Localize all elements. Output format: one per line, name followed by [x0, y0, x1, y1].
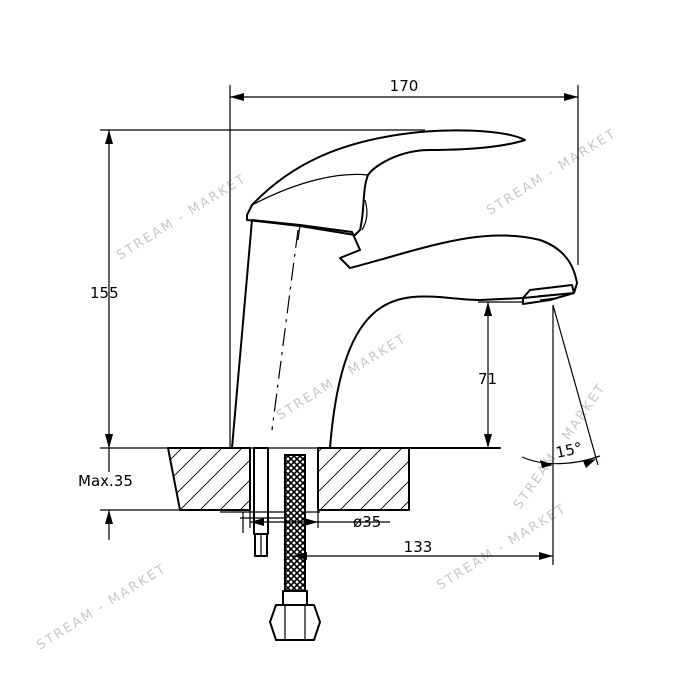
dim-71-arrow-top	[484, 302, 492, 316]
dimension-lines	[100, 85, 601, 565]
watermark-group: STREAM - MARKET STREAM - MARKET STREAM -…	[34, 126, 619, 653]
lever-hinge	[361, 199, 368, 231]
dim-170-arrow-left	[230, 93, 244, 101]
label-max-thickness: Max.35	[78, 472, 133, 490]
dim-dia-arrow-right	[304, 518, 318, 526]
faucet-centerline	[271, 229, 299, 431]
dim-dia-arrow-left	[250, 518, 264, 526]
dim-angle-arc	[521, 455, 601, 465]
stud-nut	[254, 533, 268, 557]
dim-71-arrow-bottom	[484, 434, 492, 448]
label-spout-height: 71	[478, 370, 497, 388]
dim-max35-arrow-bottom	[105, 510, 113, 524]
lever-contour	[251, 173, 369, 206]
watermark-1: STREAM - MARKET	[114, 171, 249, 263]
lever-seam	[297, 224, 301, 241]
label-hole-diameter: ø35	[353, 513, 381, 531]
watermark-4: STREAM - MARKET	[34, 561, 169, 653]
faucet-spout	[231, 219, 578, 449]
dim-angle-arrow-right	[583, 459, 596, 468]
label-height-total: 155	[90, 284, 119, 302]
dim-170-arrow-right	[564, 93, 578, 101]
aerator-detail	[537, 293, 561, 301]
label-width-total: 170	[390, 77, 419, 95]
dim-angle-arrow-left	[540, 460, 553, 468]
dim-max35-arrow-top	[105, 434, 113, 448]
dim-155-arrow-top	[105, 130, 113, 144]
dim-angle-ray	[552, 304, 599, 466]
braided-hose	[284, 454, 306, 592]
dimension-labels: 170 155 71 Max.35 ø35 133 15°	[78, 77, 584, 556]
faucet-body	[231, 129, 578, 449]
countertop-right	[317, 447, 410, 511]
dim-133-arrow-right	[539, 552, 553, 560]
faucet-lever	[246, 129, 526, 236]
hose-ferrule	[282, 590, 308, 606]
hose-nut	[269, 604, 321, 641]
dim-133-arrow-left	[293, 552, 307, 560]
label-reach: 133	[404, 538, 433, 556]
under-counter-fittings	[220, 447, 321, 641]
watermark-2: STREAM - MARKET	[484, 126, 619, 218]
watermark-5: STREAM - MARKET	[434, 501, 569, 593]
label-angle: 15°	[554, 439, 584, 462]
